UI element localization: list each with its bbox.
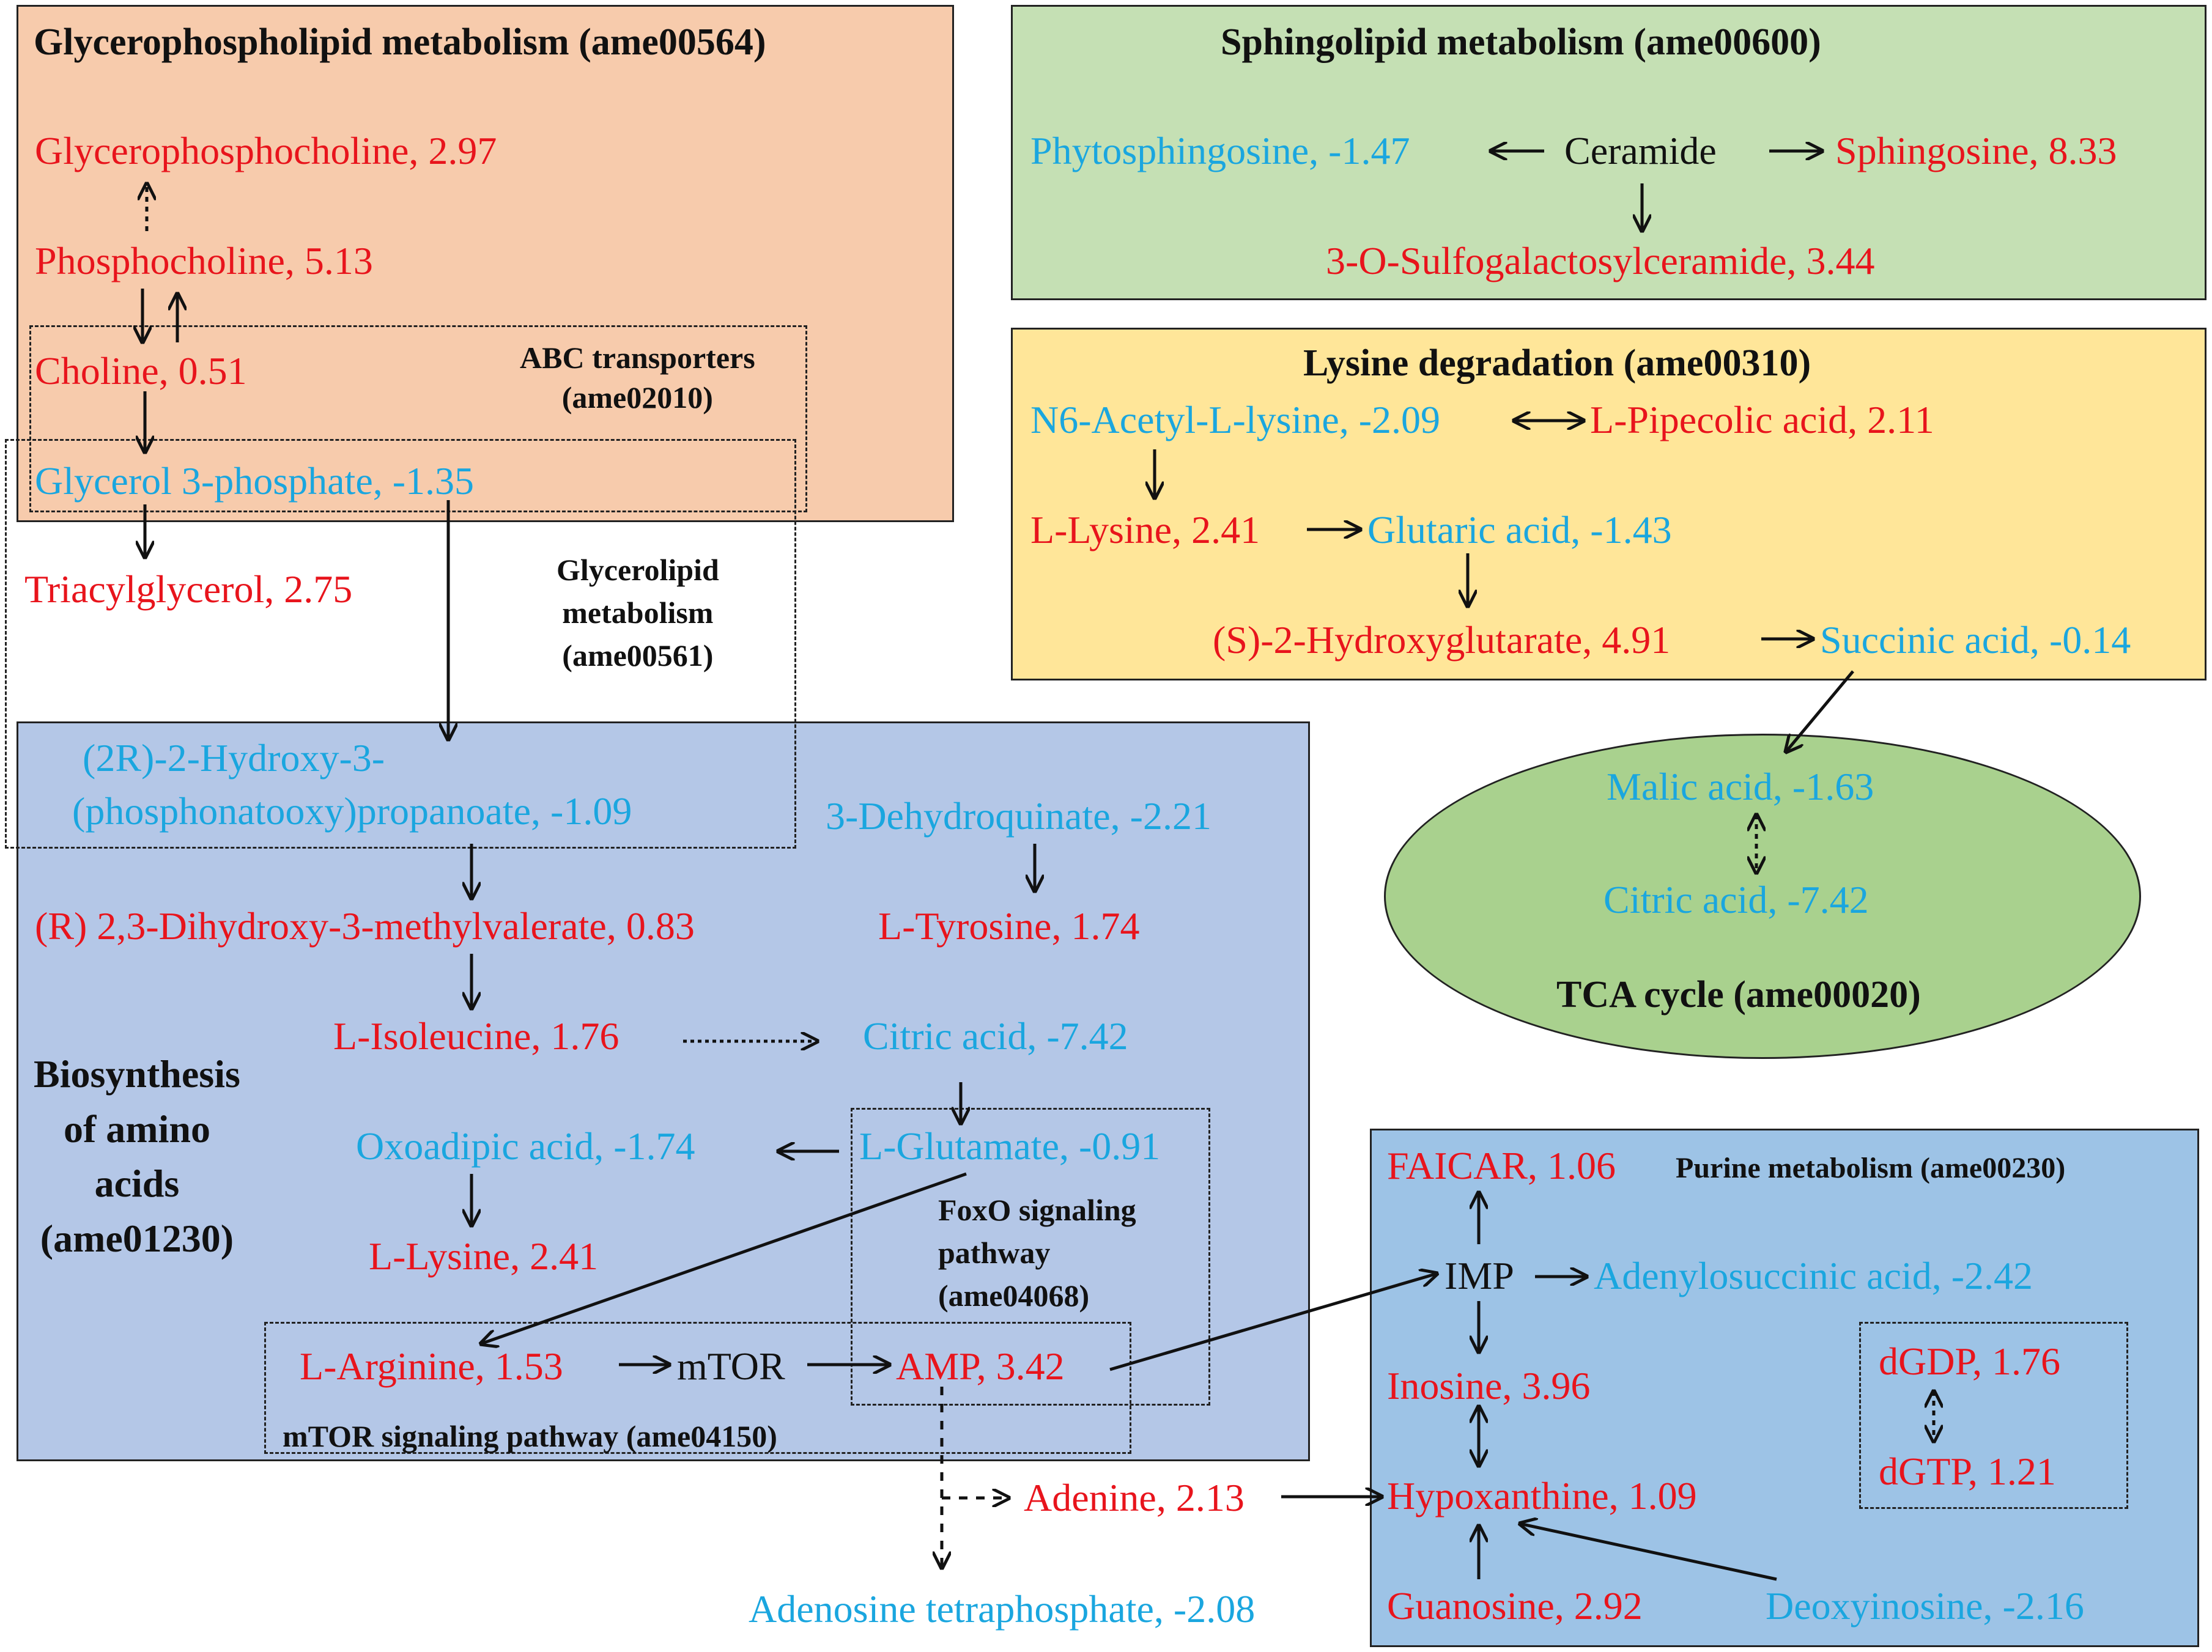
amino-title-line1: Biosynthesis: [34, 1052, 240, 1096]
metabolite-ceramide: Ceramide: [1564, 129, 1717, 172]
lysine-degradation-title: Lysine degradation (ame00310): [1303, 342, 1811, 384]
abc-label-line1: ABC transporters: [520, 341, 755, 375]
metabolite-oxoadipic-acid: Oxoadipic acid, -1.74: [356, 1124, 695, 1168]
tca-cycle-title: TCA cycle (ame00020): [1556, 974, 1921, 1016]
metabolite-phosphocholine: Phosphocholine, 5.13: [35, 239, 373, 282]
metabolite-lysine-degradation: L-Lysine, 2.41: [1030, 508, 1260, 551]
arrow-glutamate-to-arginine: [481, 1172, 967, 1344]
metabolite-malic-acid: Malic acid, -1.63: [1607, 765, 1874, 808]
metabolite-adenine: Adenine, 2.13: [1024, 1476, 1245, 1519]
arrow-deoxyinosine-to-hypoxanthine: [1520, 1524, 1777, 1581]
amino-acids-title: Biosynthesis of amino acids (ame01230): [34, 1047, 240, 1266]
metabolite-3-dehydroquinate: 3-Dehydroquinate, -2.21: [826, 794, 1211, 838]
foxo-label-line3: (ame04068): [938, 1278, 1090, 1313]
mtor-pathway-box: [264, 1322, 1131, 1454]
foxo-label: FoxO signaling pathway (ame04068): [938, 1189, 1136, 1317]
metabolite-sphingosine: Sphingosine, 8.33: [1835, 129, 2117, 172]
metabolite-adenosine-tetraphosphate: Adenosine tetraphosphate, -2.08: [749, 1587, 1256, 1631]
metabolite-inosine: Inosine, 3.96: [1387, 1364, 1591, 1407]
metabolite-hypoxanthine: Hypoxanthine, 1.09: [1387, 1474, 1697, 1517]
metabolite-n6-acetyl-lysine: N6-Acetyl-L-lysine, -2.09: [1030, 398, 1441, 441]
metabolite-hydroxyglutarate: (S)-2-Hydroxyglutarate, 4.91: [1213, 618, 1671, 662]
purine-box: [1370, 1129, 2199, 1647]
metabolite-mtor: mTOR: [677, 1344, 785, 1388]
amino-title-line2: of amino: [63, 1107, 210, 1151]
metabolite-glycerophosphocholine: Glycerophosphocholine, 2.97: [35, 129, 497, 172]
metabolite-glutamate: L-Glutamate, -0.91: [859, 1124, 1161, 1168]
metabolite-guanosine: Guanosine, 2.92: [1387, 1584, 1643, 1628]
metabolite-citric-acid-amino: Citric acid, -7.42: [863, 1014, 1128, 1058]
metabolite-hydroxy-phosphonatooxy-line1: (2R)-2-Hydroxy-3-: [83, 736, 385, 780]
foxo-label-line1: FoxO signaling: [938, 1193, 1136, 1227]
tca-ellipse: [1384, 734, 2141, 1059]
metabolite-triacylglycerol: Triacylglycerol, 2.75: [24, 567, 353, 611]
abc-transporters-box: [29, 325, 807, 512]
mtor-pathway-label: mTOR signaling pathway (ame04150): [283, 1419, 777, 1453]
foxo-label-line2: pathway: [938, 1236, 1051, 1270]
abc-label-line2: (ame02010): [561, 380, 713, 415]
metabolite-isoleucine: L-Isoleucine, 1.76: [333, 1014, 620, 1058]
metabolite-amp: AMP, 3.42: [896, 1344, 1065, 1388]
metabolite-deoxyinosine: Deoxyinosine, -2.16: [1766, 1584, 2084, 1628]
dgdp-dgtp-box: [1859, 1322, 2128, 1509]
lysine-box: [1011, 328, 2206, 680]
purine-title: Purine metabolism (ame00230): [1676, 1152, 2066, 1184]
metabolite-pipecolic-acid: L-Pipecolic acid, 2.11: [1590, 398, 1934, 441]
metabolite-adenylosuccinic-acid: Adenylosuccinic acid, -2.42: [1594, 1254, 2033, 1297]
glycerophospholipid-title: Glycerophospholipid metabolism (ame00564…: [34, 21, 766, 63]
foxo-box: [851, 1108, 1210, 1406]
metabolite-hydroxy-phosphonatooxy-line2: (phosphonatooxy)propanoate, -1.09: [72, 789, 632, 833]
metabolite-dgdp: dGDP, 1.76: [1879, 1340, 2060, 1383]
glycerolipid-label-line2: metabolism: [562, 596, 714, 630]
metabolite-choline: Choline, 0.51: [35, 349, 247, 393]
metabolite-dgtp: dGTP, 1.21: [1879, 1450, 2056, 1493]
glycerolipid-label-line1: Glycerolipid: [557, 553, 719, 587]
abc-transporters-label: ABC transporters (ame02010): [520, 338, 755, 418]
glycerolipid-label-line3: (ame00561): [562, 638, 714, 673]
metabolite-glycerol-3-phosphate: Glycerol 3-phosphate, -1.35: [35, 459, 475, 503]
metabolite-citric-acid-tca: Citric acid, -7.42: [1604, 878, 1869, 921]
sphingolipid-box: [1011, 5, 2206, 300]
metabolite-lysine-amino: L-Lysine, 2.41: [369, 1234, 599, 1278]
glycerophospholipid-box: [17, 5, 954, 522]
amino-title-line4: (ame01230): [40, 1216, 234, 1260]
amino-title-line3: acids: [94, 1162, 180, 1206]
metabolite-arginine: L-Arginine, 1.53: [300, 1344, 563, 1388]
amino-acids-box: [17, 721, 1310, 1461]
metabolite-sulfogalactosylceramide: 3-O-Sulfogalactosylceramide, 3.44: [1326, 239, 1875, 282]
metabolite-dihydroxy-methylvalerate: (R) 2,3-Dihydroxy-3-methylvalerate, 0.83: [35, 904, 695, 948]
metabolite-phytosphingosine: Phytosphingosine, -1.47: [1030, 129, 1410, 172]
arrow-succinic-to-malic: [1786, 670, 1854, 752]
arrow-amp-to-imp: [1109, 1274, 1437, 1371]
metabolite-succinic-acid: Succinic acid, -0.14: [1820, 618, 2131, 662]
sphingolipid-title: Sphingolipid metabolism (ame00600): [1221, 21, 1821, 63]
metabolite-imp: IMP: [1444, 1254, 1514, 1297]
metabolite-tyrosine: L-Tyrosine, 1.74: [878, 904, 1140, 948]
metabolite-faicar: FAICAR, 1.06: [1387, 1144, 1616, 1187]
glycerolipid-label: Glycerolipid metabolism (ame00561): [557, 548, 719, 677]
metabolite-glutaric-acid: Glutaric acid, -1.43: [1367, 508, 1672, 551]
glycerolipid-box: [5, 439, 796, 849]
